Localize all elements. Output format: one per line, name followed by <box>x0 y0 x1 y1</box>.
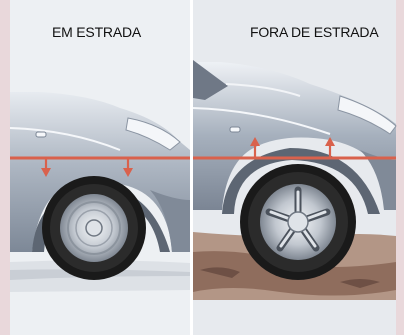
right-frame-strip <box>396 0 404 335</box>
arrow-up-icon <box>325 137 335 158</box>
on-road-panel <box>9 0 190 335</box>
off-road-panel <box>192 0 397 335</box>
arrow-up-icon <box>250 137 260 158</box>
off-road-bumper <box>360 150 396 210</box>
off-road-label: FORA DE ESTRADA <box>250 24 379 40</box>
off-road-headlight <box>337 95 397 135</box>
on-road-hub <box>85 219 103 237</box>
on-road-bumper <box>150 190 190 252</box>
on-road-wheel <box>42 176 146 280</box>
panel-divider <box>190 0 193 335</box>
left-frame-strip <box>0 0 10 335</box>
arrow-down-icon <box>123 158 133 177</box>
off-road-wheel-arch <box>222 148 380 214</box>
arrow-down-icon <box>41 158 51 177</box>
on-road-label: EM ESTRADA <box>52 24 142 40</box>
off-road-body-crease <box>192 107 331 135</box>
off-road-wheel <box>240 164 356 280</box>
on-road-headlight <box>125 117 181 151</box>
on-road-body-crease <box>9 127 121 151</box>
off-road-side-marker <box>229 126 241 133</box>
on-road-side-marker <box>35 131 47 138</box>
off-road-hub <box>287 211 309 233</box>
off-road-a-pillar <box>193 60 228 100</box>
